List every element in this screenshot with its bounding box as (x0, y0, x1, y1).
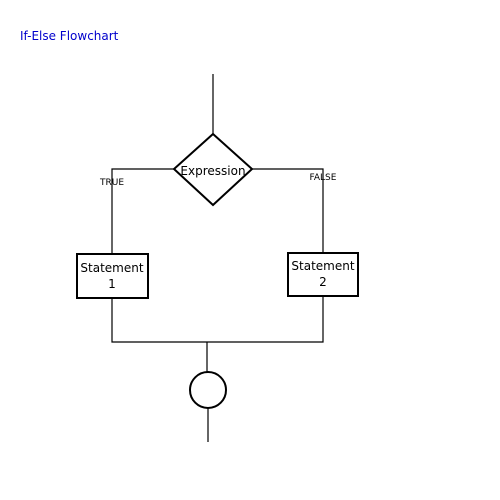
statement-2-box (287, 252, 359, 297)
statement-1-label-line2: 1 (108, 277, 116, 291)
statement-2-label-line2: 2 (319, 275, 327, 289)
merge-connector (111, 296, 324, 343)
statement-1-box (76, 253, 149, 299)
true-branch-label: TRUE (99, 178, 124, 188)
false-branch-label: FALSE (310, 173, 337, 183)
decision-diamond (172, 132, 254, 207)
statement-2-label-line1: Statement (291, 259, 354, 273)
false-branch-connector (252, 168, 324, 253)
decision-label: Expression (180, 164, 245, 178)
diagram-title: If-Else Flowchart (20, 29, 119, 43)
true-branch-connector (111, 168, 174, 253)
end-connector-circle (189, 371, 227, 409)
statement-1-label-line1: Statement (80, 261, 143, 275)
